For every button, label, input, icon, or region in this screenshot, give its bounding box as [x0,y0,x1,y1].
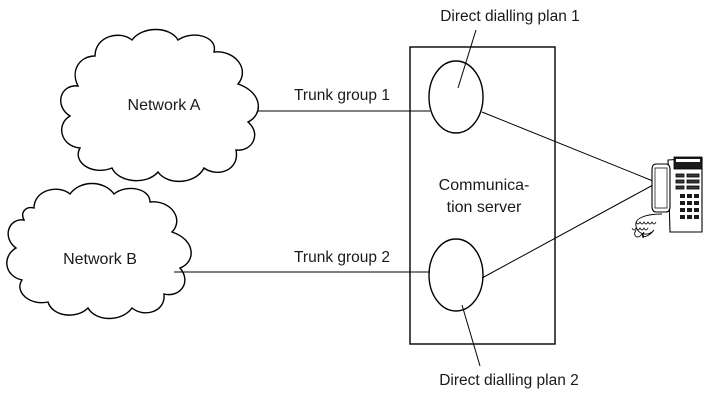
network-a-cloud: Network A [60,28,260,182]
plan-1-to-phone-line [481,111,654,182]
direct-dialling-plan-2-leader [461,304,481,367]
direct-dialling-plan-2-label: Direct dialling plan 2 [439,372,579,389]
server-label-line1: Communica- [439,177,530,194]
network-a-label: Network A [128,97,201,114]
network-b-cloud: Network B [6,182,192,320]
trunk-group-2-label: Trunk group 2 [294,249,390,266]
direct-dialling-plan-1-leader [457,29,477,89]
server-label-line2: tion server [447,199,522,216]
telephone-icon [631,156,703,239]
direct-dialling-plan-1-label: Direct dialling plan 1 [440,8,580,25]
plan-2-to-phone-line [481,184,654,279]
trunk-group-1-label: Trunk group 1 [294,87,390,104]
direct-dialling-plan-2-node [428,238,484,312]
network-b-label: Network B [63,251,137,268]
communication-server: Communica- tion server [409,46,556,345]
direct-dialling-plan-1-node [428,60,484,134]
